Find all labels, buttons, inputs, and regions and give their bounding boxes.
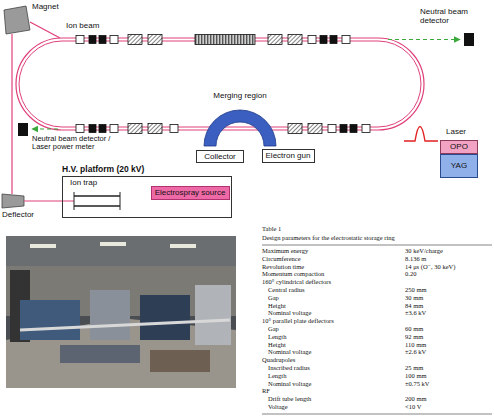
table-cell: Length [268,333,286,340]
storage-ring [19,41,421,127]
table-cell: ±3.6 kV [405,309,426,316]
table-cell: 0.20 [405,270,416,277]
table-cell: ±2.6 kV [405,348,426,355]
table-cell: 100 mm [405,372,427,379]
injection-beam [11,34,12,194]
table-cell: 84 mm [405,302,423,309]
table-cell: 110 mm [405,341,426,348]
platform-label: H.V. platform (20 kV) [62,164,232,174]
table-cell: ±0.75 kV [405,380,430,387]
table-rule [262,245,492,246]
table-cell: 92 mm [405,333,423,340]
table-cell: 25 mm [405,364,423,371]
neutral-beam [388,39,460,40]
detector [464,33,474,46]
box-label: Collector [204,152,236,162]
table-cell: Table 1 [262,225,281,232]
table-cell: Gap [268,294,279,301]
merger-toroid [204,110,276,146]
box-label: Electrospray source [155,188,226,198]
table-cell: Height [268,302,286,309]
table-cell: Nominal voltage [268,348,312,355]
trap-label: Ion trap [70,178,128,188]
source-box: Electrospray source [151,186,230,200]
box-label: Electron gun [266,151,311,161]
trap-symbol [70,190,126,212]
neutral-beam [32,128,58,129]
injection-beam [30,22,60,38]
table-cell: Design parameters for the electrostatic … [262,234,395,241]
table-cell: 200 mm [405,395,427,402]
injection-beam [24,200,74,201]
box-label: OPO [450,142,468,152]
platform-box: H.V. platform (20 kV) Ion trapElectrospra… [62,164,232,218]
table-cell: 14 μs (O⁻, 30 keV) [405,263,455,270]
table-cell: Quadrupoles [262,356,295,363]
table-cell: RF [262,387,270,394]
table-cell: Maximum energy [262,247,308,254]
table-cell: Voltage [268,403,288,410]
table-cell: 10° parallel plate deflectors [262,317,334,324]
part-label: Neutral beam detector [420,8,492,26]
table-cell: Nominal voltage [268,309,312,316]
table-cell: Momentum compaction [262,270,324,277]
photo [6,236,236,388]
table-cell: 160° cylindrical deflectors [262,278,331,285]
table-cell: 250 mm [405,286,427,293]
table-cell: Length [268,372,286,379]
table-cell: Inscribed radius [268,364,310,371]
part-label: Merging region [200,92,280,101]
table-cell: <10 V [405,403,421,410]
table-cell: Circumference [262,255,301,262]
table-cell: Nominal voltage [268,380,312,387]
table-rule [262,414,492,415]
part-label: Laser [446,128,466,137]
magnet [4,6,30,34]
yag-box: YAG [440,154,478,178]
table-cell: Drift tube length [268,395,311,402]
electron-gun-box: Electron gun [262,149,315,163]
detector [18,123,28,136]
part-label: Neutral beam detector / Laser power mete… [32,135,122,152]
part-label: Magnet [32,3,59,12]
table-cell: 30 keV/charge [405,247,443,254]
opo-box: OPO [440,140,478,154]
table-cell: Height [268,341,286,348]
ring-elements-top [76,35,350,45]
laser-pulse [404,127,438,142]
collector-box: Collector [196,150,244,163]
table-cell: Revolution time [262,263,304,270]
table-cell: Central radius [268,286,305,293]
table-cell: Gap [268,325,279,332]
box-label: YAG [451,161,467,171]
deflector [2,194,24,208]
table-cell: 60 mm [405,325,423,332]
table-cell: 30 mm [405,294,423,301]
part-label: Ion beam [66,22,99,31]
ion-trap: Ion trap [70,178,128,212]
table-cell: 8.136 m [405,255,426,262]
part-label: Deflector [2,211,34,220]
